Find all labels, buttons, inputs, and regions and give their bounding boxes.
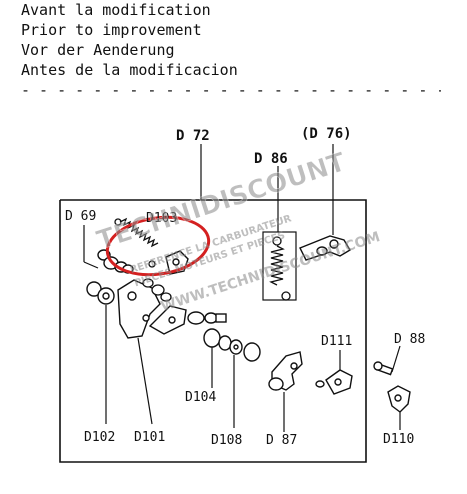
- part-d104-shaft: [187, 311, 227, 325]
- label-d72: D 72: [176, 128, 210, 144]
- label-d110: D110: [383, 432, 414, 447]
- label-d69: D 69: [65, 209, 96, 224]
- dashed-separator: - - - - - - - - - - - - - - - - - - - - …: [21, 81, 441, 99]
- label-d76: (D 76): [301, 126, 352, 142]
- label-d108: D108: [211, 433, 242, 448]
- label-d111: D111: [321, 334, 352, 349]
- caption-german: Vor der Aenderung: [21, 41, 175, 59]
- caption-spanish: Antes de la modificacion: [21, 61, 238, 79]
- label-d101: D101: [134, 430, 165, 445]
- label-d103: D103: [146, 211, 177, 226]
- label-d86: D 86: [254, 151, 288, 167]
- label-d88: D 88: [394, 332, 425, 347]
- part-d87-lever: [268, 351, 303, 391]
- caption-english: Prior to improvement: [21, 21, 202, 39]
- leader-d88: [391, 345, 401, 373]
- part-d101-lever: [117, 279, 187, 339]
- leader-d69-b: [83, 261, 99, 269]
- leader-d101: [137, 337, 153, 425]
- part-small-nuts: [142, 278, 172, 302]
- part-d104-bushings: [203, 328, 261, 362]
- highlight-circle: [105, 215, 211, 277]
- parts-frame: [59, 199, 367, 463]
- part-d88-bolt: [373, 361, 394, 376]
- part-d86-spring: [269, 236, 291, 301]
- header-leaders: [200, 144, 334, 301]
- part-d103-spring: [114, 217, 159, 268]
- part-d111-bracket: [315, 369, 353, 395]
- label-d102: D102: [84, 430, 115, 445]
- label-d87: D 87: [266, 433, 297, 448]
- label-d104: D104: [185, 390, 216, 405]
- caption-french: Avant la modification: [21, 1, 211, 19]
- part-d76-linkage: [299, 235, 351, 261]
- part-d110-clip: [387, 385, 411, 413]
- part-d102-washers: [86, 281, 115, 305]
